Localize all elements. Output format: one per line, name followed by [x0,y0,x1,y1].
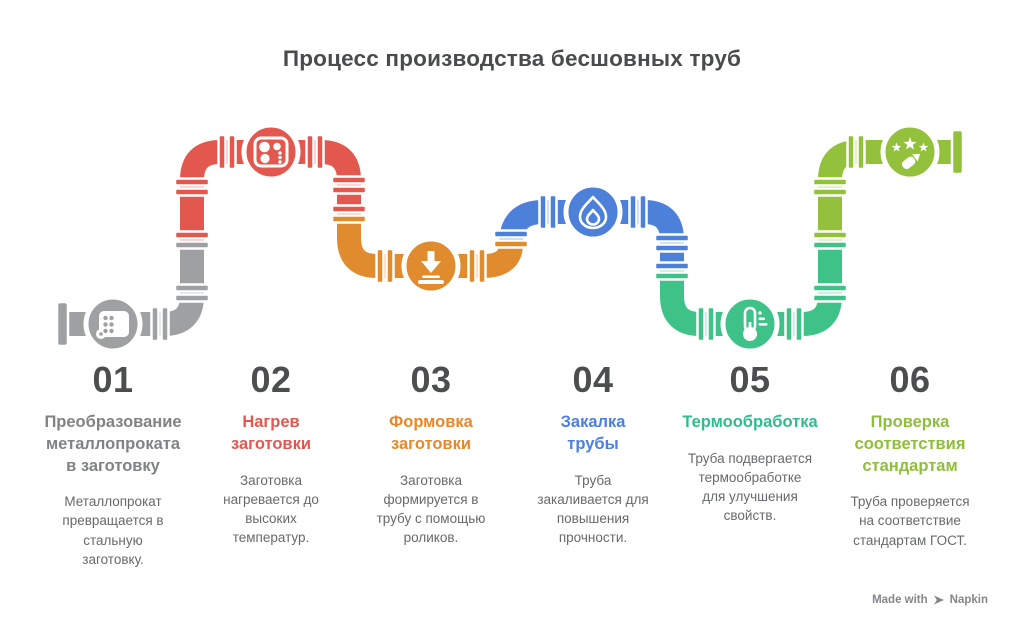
stage-title: Формовка заготовки [389,413,473,453]
flame-quench-icon [578,195,608,230]
press-down-arrow-icon [418,251,444,284]
brand-label: Napkin [949,594,988,606]
stage-title: Преобразование металлопроката в заготовк… [44,413,182,475]
quality-stars-certificate-icon [891,137,929,170]
stage-description: Металлопрокат превращается в стальную за… [62,494,164,567]
made-with-napkin-badge: Made with Napkin [872,594,988,606]
pipe-end-cap-right [950,128,965,176]
stage-2-badge [241,122,301,182]
stage-number: 02 [250,359,292,400]
stage-number: 01 [92,359,134,400]
stage-title: Закалка трубы [560,413,626,453]
napkin-logo-icon [933,595,944,605]
stage-title: Проверка соответствия стандартам [854,413,966,475]
stage-column-4: 04 Закалка трубы Труба закаливается для … [508,362,678,547]
page-title: Процесс производства бесшовных труб [282,46,742,71]
stage-6-badge [880,122,940,182]
stage-column-1: 01 Преобразование металлопроката в загот… [28,362,198,569]
stage-number: 06 [889,359,931,400]
stage-title: Нагрев заготовки [231,413,311,453]
stage-number: 03 [410,359,452,400]
stage-description: Заготовка формируется в трубу с помощью … [376,472,486,545]
stage-title: Термообработка [682,413,818,431]
pipe-end-cap-left [55,300,70,348]
pipe-flange [150,133,866,343]
made-with-label: Made with [872,594,928,606]
stage-description: Труба проверяется на соответствие станда… [850,494,970,548]
stage-description: Заготовка нагревается до высоких темпера… [223,472,319,545]
stage-column-3: 03 Формовка заготовки Заготовка формируе… [346,362,516,547]
furnace-cooktop-icon [253,136,289,168]
stage-number: 04 [572,359,614,400]
stage-description: Труба закаливается для повышения прочнос… [537,472,649,545]
pipe-flange [173,175,849,303]
stage-description: Труба подвергается термообработке для ул… [687,450,813,524]
pipe-flanges [150,133,866,343]
stage-column-6: 06 Проверка соответствия стандартам Труб… [825,362,995,550]
stage-number: 05 [729,359,771,400]
stage-column-2: 02 Нагрев заготовки Заготовка нагреваетс… [186,362,356,547]
thermometer-icon [743,306,768,341]
stage-column-5: 05 Термообработка Труба подвергается тер… [665,362,835,525]
rolled-metal-sheet-icon [96,311,129,339]
